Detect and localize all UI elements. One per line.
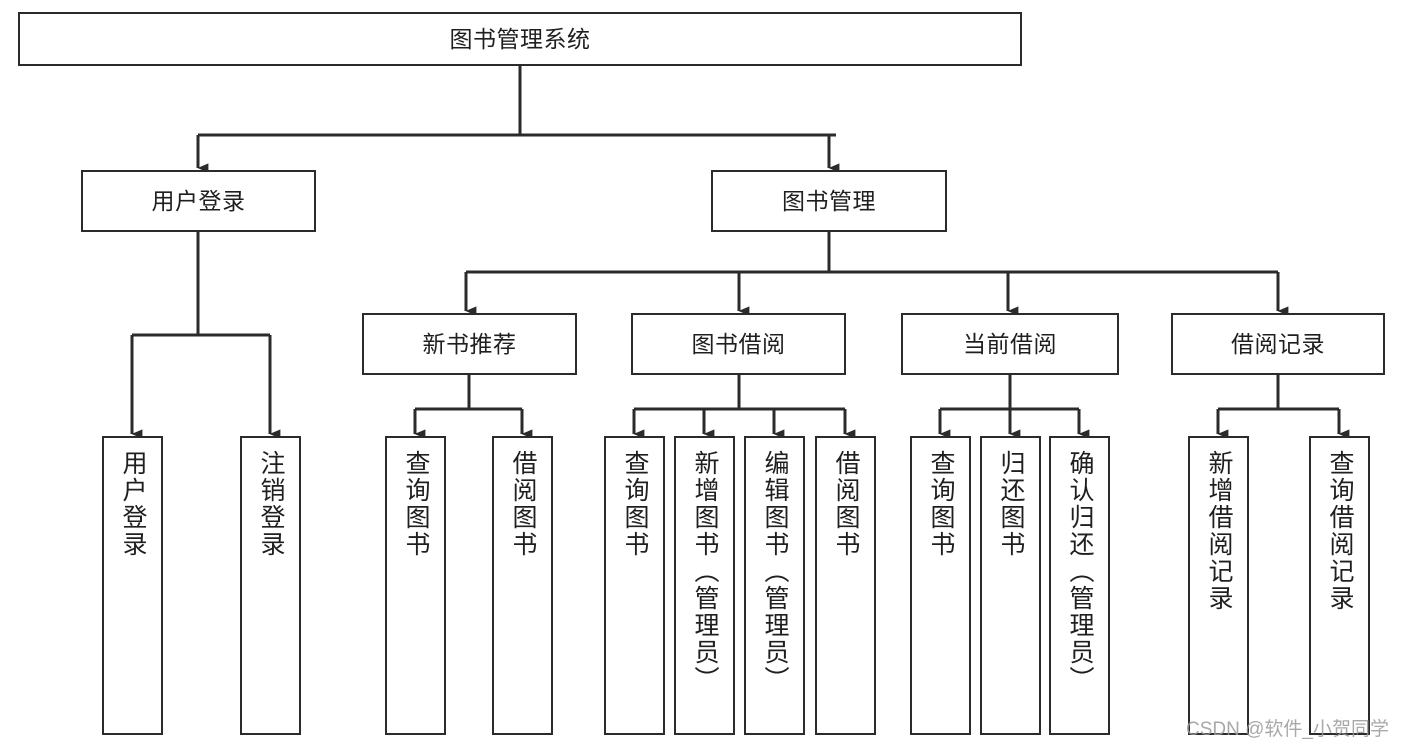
node-label: 查询图书 (927, 450, 955, 558)
leaf-user-login-logout[interactable]: 注销登录 (240, 436, 301, 735)
watermark: CSDN @软件_小贺同学 (1186, 719, 1389, 740)
leaf-borrow-edit-book-admin[interactable]: 编辑图书（管理员） (744, 436, 805, 735)
node-book-borrow[interactable]: 图书借阅 (631, 313, 846, 375)
node-label: 借阅记录 (1231, 330, 1325, 357)
node-label: 注销登录 (257, 450, 285, 558)
node-label: 图书借阅 (691, 330, 786, 357)
node-current-borrow[interactable]: 当前借阅 (901, 313, 1119, 375)
node-book-management[interactable]: 图书管理 (711, 170, 947, 232)
leaf-borrow-query-book[interactable]: 查询图书 (604, 436, 665, 735)
node-label: 用户登录 (151, 187, 246, 214)
leaf-recommend-query-book[interactable]: 查询图书 (385, 436, 446, 735)
node-label: 归还图书 (997, 450, 1025, 558)
node-new-book-recommend[interactable]: 新书推荐 (362, 313, 577, 375)
leaf-borrow-borrow-book[interactable]: 借阅图书 (815, 436, 876, 735)
leaf-current-confirm-return-admin[interactable]: 确认归还（管理员） (1049, 436, 1110, 735)
node-label: 确认归还（管理员） (1066, 450, 1094, 693)
node-label: 查询图书 (621, 450, 649, 558)
leaf-recommend-borrow-book[interactable]: 借阅图书 (492, 436, 553, 735)
node-label: 图书管理系统 (449, 25, 591, 52)
leaf-user-login-login[interactable]: 用户登录 (102, 436, 163, 735)
leaf-current-query-book[interactable]: 查询图书 (910, 436, 971, 735)
leaf-record-query-record[interactable]: 查询借阅记录 (1309, 436, 1370, 735)
node-root-system[interactable]: 图书管理系统 (18, 12, 1022, 66)
node-label: 当前借阅 (963, 330, 1057, 357)
node-label: 借阅图书 (832, 450, 860, 558)
node-label: 新增借阅记录 (1205, 450, 1233, 612)
node-label: 查询图书 (402, 450, 430, 558)
node-label: 新增图书（管理员） (691, 450, 719, 693)
leaf-record-add-record[interactable]: 新增借阅记录 (1188, 436, 1249, 735)
node-label: 借阅图书 (509, 450, 537, 558)
node-label: 新书推荐 (422, 330, 517, 357)
leaf-borrow-add-book-admin[interactable]: 新增图书（管理员） (674, 436, 735, 735)
node-label: 查询借阅记录 (1326, 450, 1354, 612)
node-user-login[interactable]: 用户登录 (81, 170, 316, 232)
node-label: 图书管理 (782, 187, 876, 214)
node-borrow-record[interactable]: 借阅记录 (1171, 313, 1385, 375)
node-label: 编辑图书（管理员） (761, 450, 789, 693)
node-label: 用户登录 (119, 450, 147, 558)
leaf-current-return-book[interactable]: 归还图书 (980, 436, 1041, 735)
